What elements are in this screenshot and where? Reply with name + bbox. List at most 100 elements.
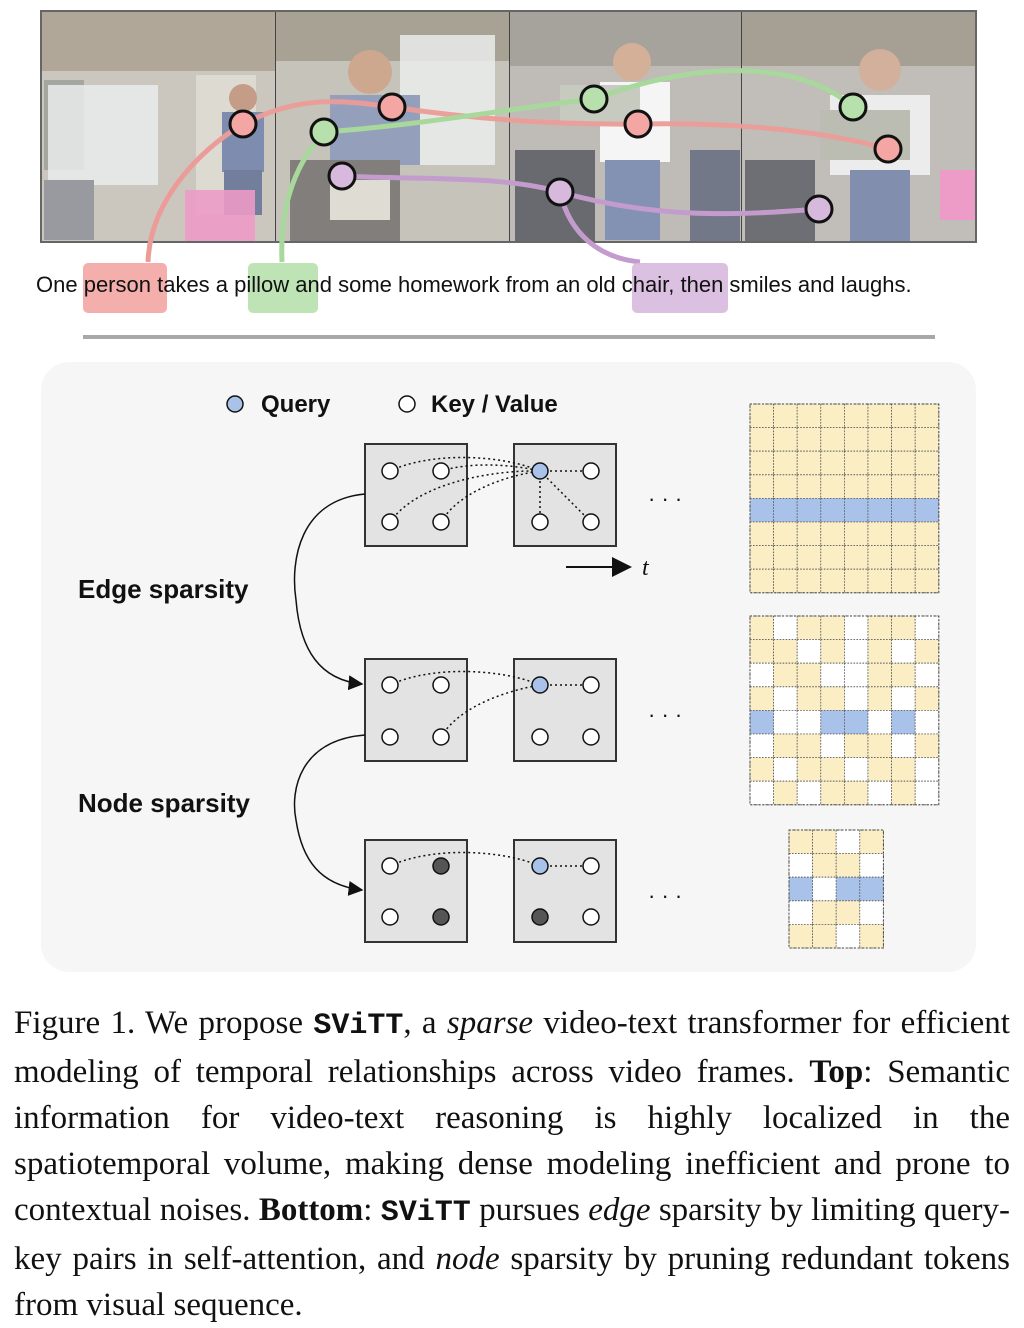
matrix-cell-key bbox=[891, 780, 916, 806]
matrix-cell-empty bbox=[812, 876, 837, 902]
matrix-cell-key bbox=[891, 568, 916, 594]
matrix-cell-query bbox=[796, 497, 822, 523]
matrix-cell-key bbox=[820, 450, 845, 476]
frame-box-4 bbox=[513, 658, 617, 762]
matrix-cell-key bbox=[835, 900, 861, 925]
matrix-cell-key bbox=[844, 780, 869, 806]
matrix-cell-query bbox=[844, 497, 869, 523]
matrix-cell-key bbox=[891, 427, 916, 452]
node-sparsity-arrow bbox=[293, 734, 366, 896]
sentence-phrase-person: person bbox=[84, 272, 151, 297]
matrix-cell-empty bbox=[914, 757, 940, 782]
sentence-segment: takes a bbox=[151, 272, 234, 297]
time-label: t bbox=[642, 555, 650, 581]
matrix-cell-key bbox=[844, 450, 869, 476]
matrix-cell-key bbox=[820, 615, 845, 641]
matrix-cell-empty bbox=[867, 710, 893, 735]
frame-box-2 bbox=[513, 443, 617, 547]
matrix-cell-key bbox=[796, 427, 822, 452]
matrix-cell-key bbox=[914, 568, 940, 594]
matrix-cell-key bbox=[773, 474, 798, 499]
matrix-cell-empty bbox=[891, 639, 916, 664]
matrix-cell-empty bbox=[891, 733, 916, 759]
chair-track bbox=[327, 161, 834, 265]
matrix-cell-key bbox=[914, 686, 940, 711]
matrix-cell-key bbox=[812, 829, 837, 855]
matrix-cell-key bbox=[820, 780, 845, 806]
matrix-cell-empty bbox=[914, 662, 940, 688]
matrix-cell-key bbox=[820, 403, 845, 429]
matrix-cell-key bbox=[867, 474, 893, 499]
matrix-cell-key bbox=[859, 924, 884, 949]
matrix-cell-key bbox=[749, 686, 775, 711]
highlight-chair bbox=[632, 263, 728, 313]
matrix-cell-key bbox=[844, 521, 869, 547]
matrix-cell-query bbox=[749, 710, 775, 735]
matrix-cell-key bbox=[812, 853, 837, 878]
matrix-cell-key bbox=[914, 427, 940, 452]
matrix-cell-key bbox=[749, 474, 775, 499]
matrix-cell-key bbox=[914, 639, 940, 664]
person-node-1 bbox=[228, 109, 258, 139]
pillow-node-2 bbox=[579, 84, 609, 114]
edge-sparse-attention-matrix bbox=[749, 615, 940, 806]
frame-box-3 bbox=[364, 658, 468, 762]
matrix-cell-empty bbox=[788, 900, 814, 925]
matrix-cell-key bbox=[820, 427, 845, 452]
matrix-cell-empty bbox=[835, 924, 861, 949]
node-sparse-attention-matrix bbox=[788, 829, 884, 949]
person-node-3 bbox=[623, 109, 653, 139]
video-frame-4 bbox=[742, 11, 976, 242]
matrix-cell-key bbox=[820, 474, 845, 499]
figure-caption: Figure 1. We propose SViTT, a sparse vid… bbox=[14, 1005, 1011, 1323]
matrix-cell-key bbox=[867, 521, 893, 547]
video-frame-1 bbox=[41, 11, 275, 242]
matrix-cell-query bbox=[820, 710, 845, 735]
matrix-cell-key bbox=[891, 615, 916, 641]
key-value-legend-label: Key / Value bbox=[431, 391, 558, 418]
query-node bbox=[531, 462, 549, 480]
matrix-cell-empty bbox=[796, 780, 822, 806]
matrix-cell-key bbox=[796, 568, 822, 594]
matrix-cell-key bbox=[867, 662, 893, 688]
matrix-cell-empty bbox=[773, 686, 798, 711]
matrix-cell-key bbox=[796, 474, 822, 499]
matrix-cell-key bbox=[867, 545, 893, 570]
matrix-cell-key bbox=[749, 639, 775, 664]
matrix-cell-empty bbox=[867, 780, 893, 806]
matrix-cell-key bbox=[796, 662, 822, 688]
edge-sparsity-arrow bbox=[293, 493, 366, 691]
figure-1: One person takes a pillow and some homew… bbox=[36, 10, 977, 949]
matrix-border bbox=[788, 829, 884, 949]
matrix-cell-key bbox=[844, 545, 869, 570]
matrix-cell-key bbox=[773, 545, 798, 570]
matrix-cell-empty bbox=[859, 900, 884, 925]
matrix-cell-query bbox=[820, 497, 845, 523]
chair-node-1 bbox=[327, 161, 357, 191]
model-name: SViTT bbox=[313, 1009, 404, 1043]
pruned-node bbox=[432, 857, 450, 875]
highlight-pillow bbox=[248, 263, 318, 313]
matrix-cell-key bbox=[773, 639, 798, 664]
matrix-cell-query bbox=[844, 710, 869, 735]
matrix-cell-empty bbox=[844, 639, 869, 664]
matrix-cell-key bbox=[844, 427, 869, 452]
person-track bbox=[145, 92, 903, 263]
matrix-cell-query bbox=[914, 497, 940, 523]
node-sparse-row: · · · bbox=[364, 839, 682, 943]
matrix-cell-key bbox=[867, 568, 893, 594]
video-caption-sentence: One person takes a pillow and some homew… bbox=[36, 272, 912, 297]
matrix-cell-key bbox=[773, 568, 798, 594]
edge-sparse-row: · · · bbox=[364, 658, 682, 762]
matrix-cell-empty bbox=[773, 615, 798, 641]
matrix-cell-key bbox=[891, 757, 916, 782]
matrix-cell-key bbox=[891, 521, 916, 547]
matrix-cell-empty bbox=[914, 710, 940, 735]
ellipsis-3: · · · bbox=[648, 883, 682, 908]
matrix-cell-empty bbox=[914, 615, 940, 641]
pillow-track bbox=[279, 68, 868, 263]
matrix-cell-key bbox=[773, 450, 798, 476]
matrix-cell-key bbox=[749, 615, 775, 641]
matrix-cell-key bbox=[867, 403, 893, 429]
dense-attention-matrix bbox=[749, 403, 940, 594]
